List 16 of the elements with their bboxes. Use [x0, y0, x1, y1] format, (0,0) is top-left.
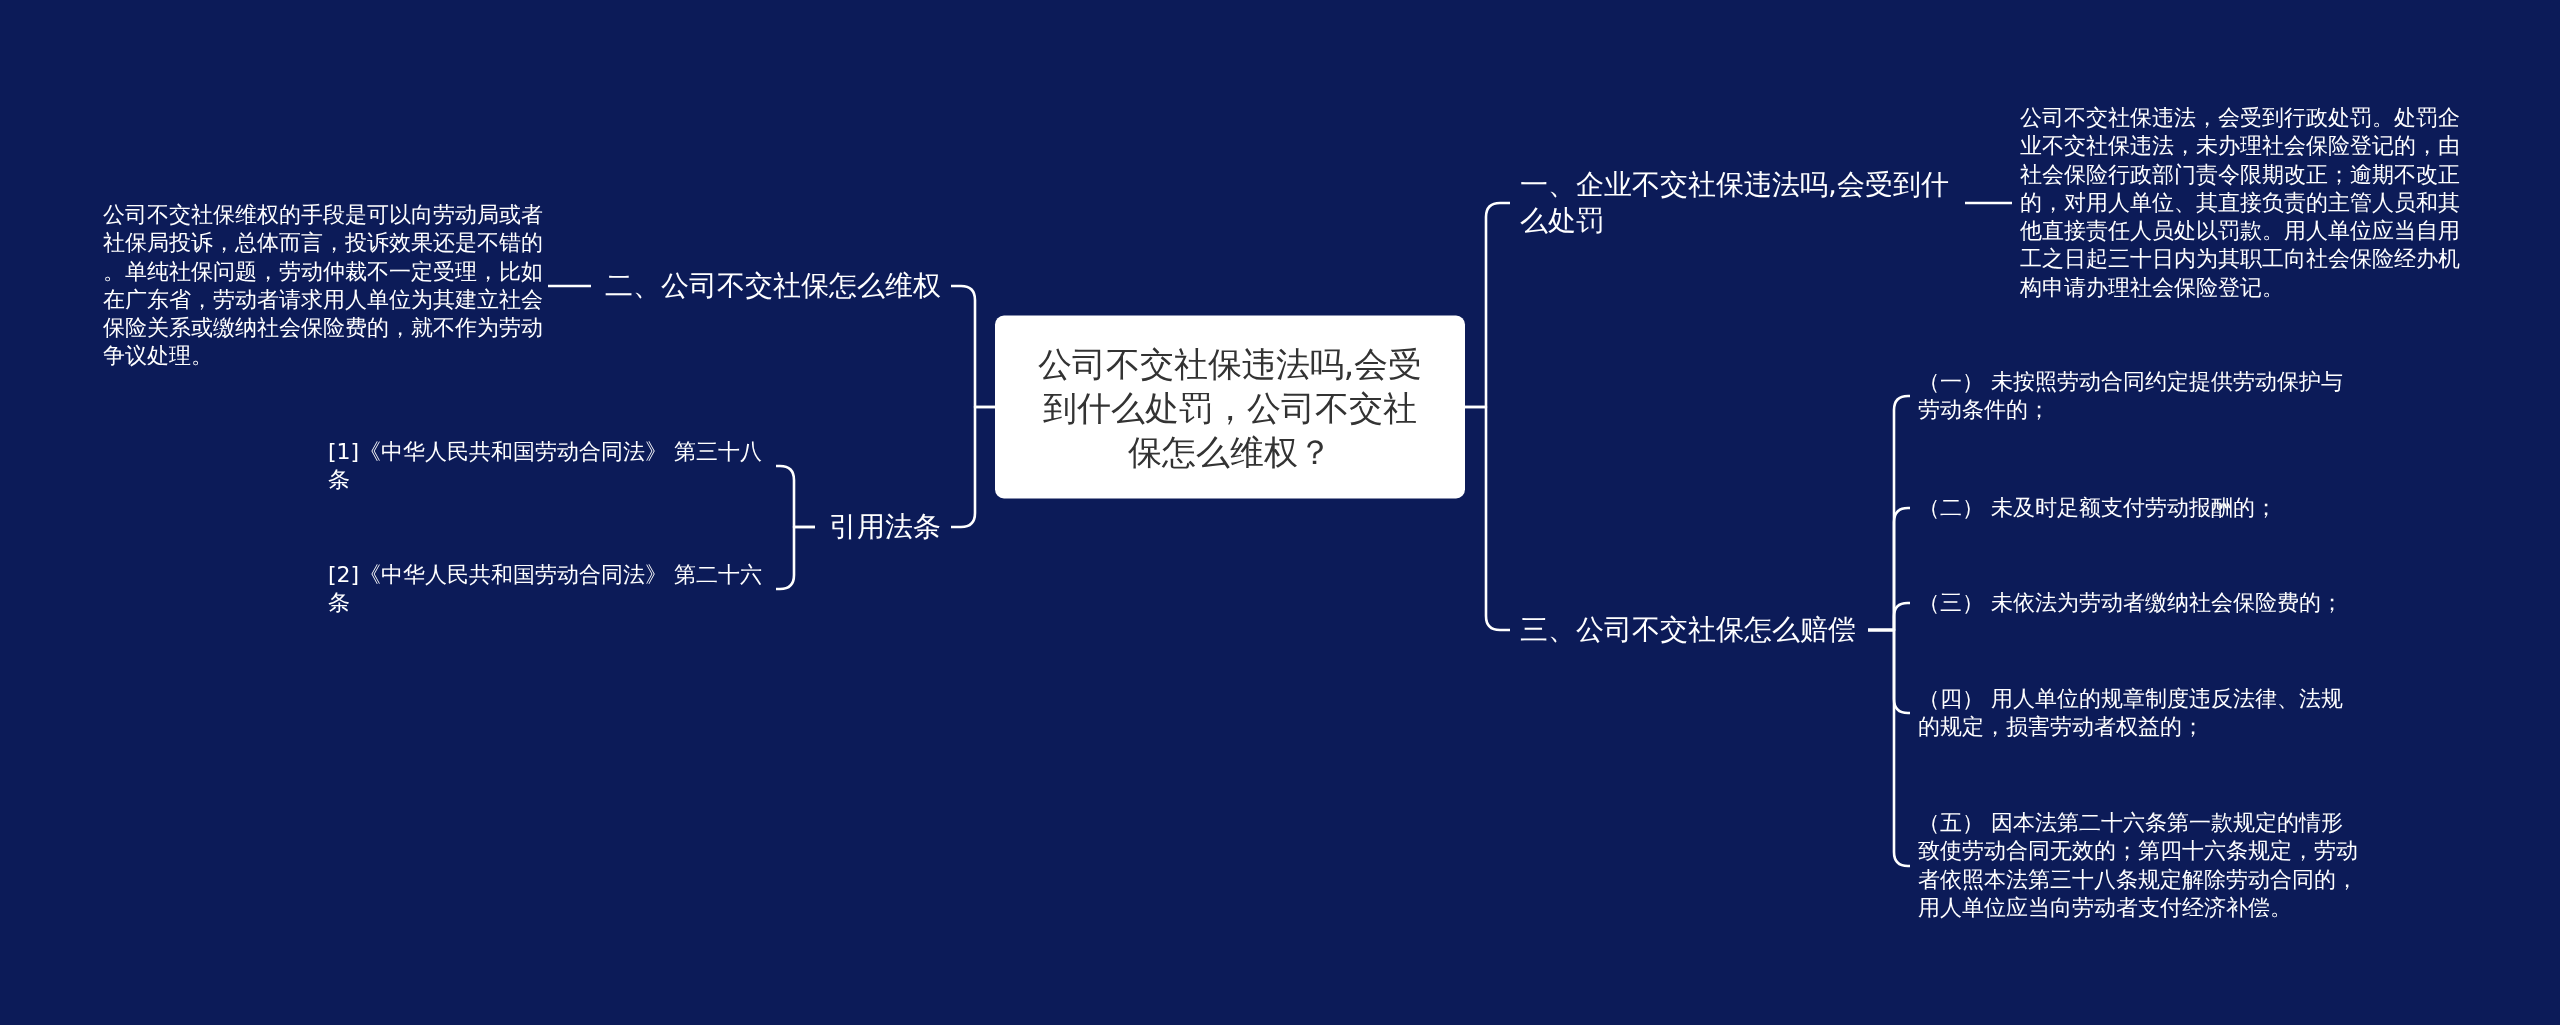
- reference-text: [2]《中华人民共和国劳动合同法》 第二十六条: [322, 560, 776, 618]
- central-topic-card: 公司不交社保违法吗,会受到什么处罚，公司不交社保怎么维权？: [995, 315, 1465, 499]
- branch-topic-text: 二、公司不交社保怎么维权: [591, 268, 951, 304]
- branch-line: [548, 284, 591, 288]
- list-item-text: （五） 因本法第二十六条第一款规定的情形致使劳动合同无效的；第四十六条规定，劳动者依照本法第三十八条规定解除劳动合同的，用人单位应当向劳动者支付经济补偿。: [1910, 809, 2362, 923]
- reference-text: [1]《中华人民共和国劳动合同法》 第三十八条: [322, 437, 776, 495]
- branch-topic-text: 三、公司不交社保怎么赔偿: [1510, 612, 1868, 648]
- detail-text: 公司不交社保维权的手段是可以向劳动局或者社保局投诉，总体而言，投诉效果还是不错的。单纯社保问题，劳动仲裁不一定受理，比如在广东省，劳动者请求用人单位为其建立社会保险关系或缴纳社会保险费的，就不作为劳动争议处理。: [101, 201, 548, 371]
- list-item-text: （四） 用人单位的规章制度违反法律、法规的规定，损害劳动者权益的；: [1910, 684, 2362, 742]
- list-item-text: （一） 未按照劳动合同约定提供劳动保护与劳动条件的；: [1910, 367, 2362, 425]
- list-item-text: （二） 未及时足额支付劳动报酬的；: [1910, 493, 2362, 523]
- detail-text: 公司不交社保违法，会受到行政处罚。处罚企业不交社保违法，未办理社会保险登记的，由社会保险行政部门责令限期改正；逾期不改正的，对用人单位、其直接负责的主管人员和其他直接责任人员处以罚款。用人单位应当自用工之日起三十日内为其职工向社会保险经办机构申请办理社会保险登记。: [2012, 103, 2464, 303]
- branch-line: [1965, 201, 2012, 205]
- list-item-text: （三） 未依法为劳动者缴纳社会保险费的；: [1910, 588, 2362, 618]
- branch-topic-text: 一、企业不交社保违法吗,会受到什么处罚: [1510, 167, 1965, 239]
- branch-topic-text: 引用法条: [815, 509, 951, 545]
